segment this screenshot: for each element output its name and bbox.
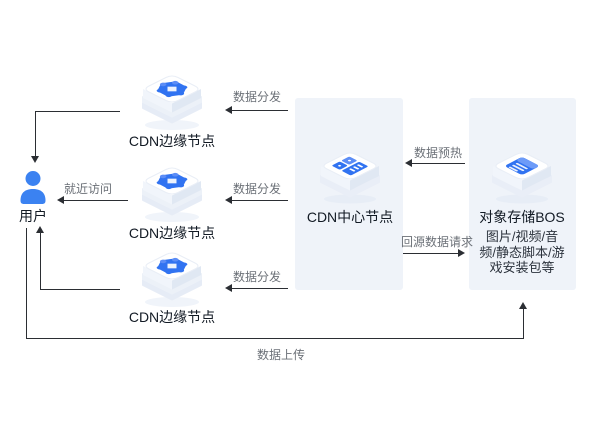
center-node-label: CDN中心节点 (306, 209, 394, 225)
edge-node-3-label: CDN边缘节点 (128, 309, 216, 325)
edge-node-icon (142, 252, 202, 307)
user-to-bos-line (26, 228, 28, 339)
user-icon (20, 171, 46, 204)
center-to-edge2-line (232, 199, 288, 201)
user-to-bos-line (26, 338, 524, 340)
user-to-bos-line (523, 309, 525, 339)
storage-description-line: 戏安装包等 (489, 260, 555, 275)
preheat-label: 数据预热 (413, 146, 462, 160)
distribute-label-1: 数据分发 (232, 90, 281, 104)
arrowhead-right-icon (458, 248, 465, 257)
edge3-to-user-line (40, 288, 120, 290)
arrowhead-left-icon (405, 158, 412, 167)
bos-to-center-line (412, 162, 465, 164)
user-label: 用户 (19, 208, 47, 224)
edge3-to-user-line (40, 233, 42, 289)
edge1-to-user-line (35, 110, 120, 112)
edge-node-icon (142, 167, 202, 222)
storage-bos-label: 对象存储BOS (479, 209, 565, 225)
gear-icon (156, 81, 188, 97)
arrowhead-left-icon (225, 105, 232, 114)
coin-stack-icon (505, 157, 539, 175)
edge1-to-user-line (35, 110, 37, 157)
storage-bos-icon (492, 152, 552, 204)
nearby-access-label: 就近访问 (63, 182, 112, 196)
edge2-to-user-line (64, 199, 128, 201)
server-cluster-icon (332, 156, 368, 176)
arrowhead-left-icon (57, 195, 64, 204)
arrowhead-down-icon (31, 156, 40, 163)
origin-request-label: 回源数据请求 (400, 235, 473, 249)
storage-content-description: 图片/视频/音 频/静态脚本/游 戏安装包等 (467, 229, 577, 276)
edge-node-icon (142, 75, 202, 130)
arrowhead-up-icon (519, 302, 528, 309)
center-to-edge3-line (232, 287, 288, 289)
edge-node-1-label: CDN边缘节点 (128, 133, 216, 149)
storage-description-line: 图片/视频/音 (485, 229, 559, 244)
center-to-bos-line (403, 252, 458, 254)
arrowhead-left-icon (225, 283, 232, 292)
arrowhead-left-icon (225, 195, 232, 204)
center-node-icon (320, 152, 380, 204)
distribute-label-3: 数据分发 (232, 270, 281, 284)
edge-node-2-label: CDN边缘节点 (128, 225, 216, 241)
arrowhead-up-icon (36, 226, 45, 233)
upload-label: 数据上传 (256, 348, 305, 362)
storage-description-line: 频/静态脚本/游 (479, 244, 565, 260)
center-to-edge1-line (232, 109, 288, 111)
gear-icon (156, 258, 188, 274)
gear-icon (156, 173, 188, 189)
distribute-label-2: 数据分发 (232, 182, 281, 196)
